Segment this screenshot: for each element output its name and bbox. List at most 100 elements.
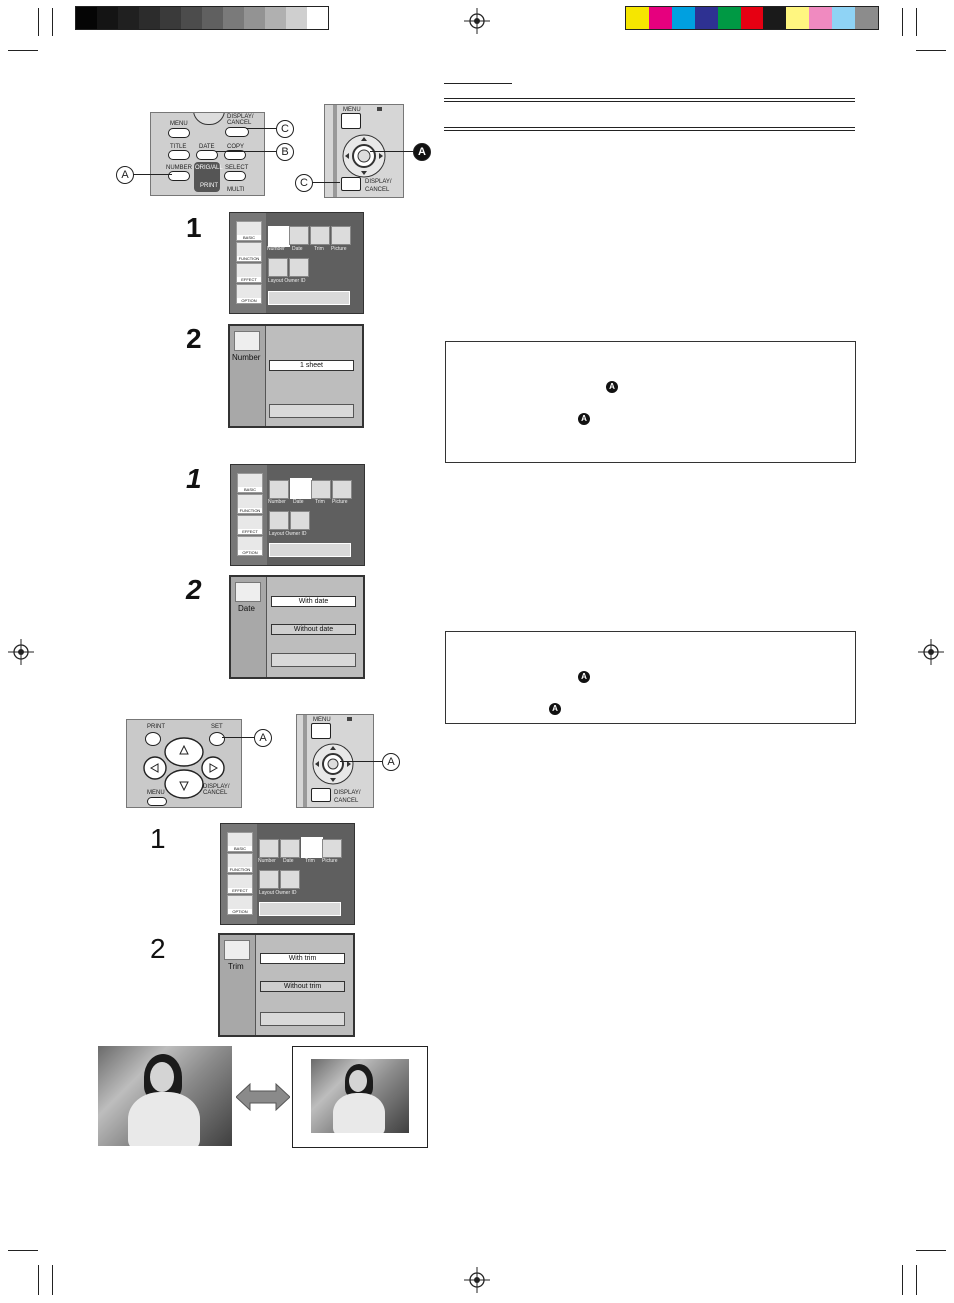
display-cancel-button[interactable] [225,127,249,137]
sidebar-function-icon[interactable]: FUNCTION [227,853,253,873]
select-label: SELECT [225,165,249,171]
owner-id-icon[interactable] [289,258,309,277]
date-button[interactable] [196,150,218,160]
heading-rule [444,130,855,131]
sidebar-effect-icon[interactable]: EFFECT [227,874,253,894]
owner-id-icon[interactable] [280,870,300,889]
color-swatch [671,7,695,29]
picture-icon[interactable] [332,480,352,499]
callout-leader [216,151,276,152]
panel-display-cancel-button[interactable] [341,177,361,191]
sidebar-function-icon[interactable]: FUNCTION [236,242,262,262]
color-swatch [855,7,878,29]
sidebar-effect-icon[interactable]: EFFECT [237,515,263,535]
trim-icon[interactable] [311,480,331,499]
title-button[interactable] [168,150,190,160]
panel-cancel-label: CANCEL [365,187,390,193]
color-swatch [626,7,649,29]
color-swatch [307,7,328,29]
status-field [259,902,341,916]
layout-icon[interactable] [259,870,279,889]
callout-c: C [276,120,294,138]
print-button[interactable] [145,732,161,746]
number-icon[interactable] [269,480,289,499]
number-button[interactable] [168,171,190,181]
panel-menu-label: MENU [343,107,361,113]
color-swatch [244,7,265,29]
copy-button[interactable] [224,150,246,160]
number-setting-screen: Number 1 sheet [228,324,364,428]
menu-screen: BASIC FUNCTION EFFECT OPTION Number Date… [220,823,355,925]
panel-display-cancel-button[interactable] [311,788,331,802]
note-box-number: A A [445,341,856,463]
callout-a: A [382,753,400,771]
display-cancel-label: DISPLAY/ CANCEL [203,784,230,796]
number-icon-label: Number [267,246,285,252]
step-number: 1 [186,463,202,494]
date-setting-screen: Date With date Without date [229,575,365,679]
dpad-icon[interactable] [143,736,225,800]
callout-a: A [116,166,134,184]
select-button[interactable] [224,171,246,181]
panel-menu-button[interactable] [341,113,361,129]
sidebar-basic-icon[interactable]: BASIC [237,473,263,493]
body-shape [128,1092,200,1146]
grayscale-color-bar [75,6,329,30]
color-swatch [202,7,223,29]
registration-mark-icon [918,639,944,665]
color-swatch [717,7,741,29]
layout-icon[interactable] [268,258,288,277]
set-dial-icon[interactable] [311,742,355,786]
sidebar-option-icon[interactable]: OPTION [236,284,262,304]
trim-icon-label: Trim [305,858,315,864]
sidebar-option-icon[interactable]: OPTION [227,895,253,915]
color-swatch [118,7,139,29]
number-icon-label: Number [268,499,286,505]
date-label: DATE [199,144,215,150]
color-swatch [786,7,810,29]
title-label: TITLE [170,144,187,150]
sidebar-function-icon[interactable]: FUNCTION [237,494,263,514]
set-button[interactable] [209,732,225,746]
photo-trimmed-frame [292,1046,428,1148]
panel-menu-label: MENU [313,717,331,723]
number-icon[interactable] [268,226,290,247]
sidebar-basic-icon[interactable]: BASIC [236,221,262,241]
option-with-trim[interactable]: With trim [260,953,345,964]
set-dial-icon[interactable] [341,133,387,179]
trim-icon[interactable] [310,226,330,245]
picture-icon-label: Picture [322,858,338,864]
sidebar-effect-icon[interactable]: EFFECT [236,263,262,283]
date-icon[interactable] [290,478,312,499]
panel-menu-button[interactable] [311,723,331,739]
setting-name: Trim [228,962,244,971]
sidebar-option-icon[interactable]: OPTION [237,536,263,556]
led-indicator [377,107,382,111]
owner-id-icon[interactable] [290,511,310,530]
option-without-trim[interactable]: Without trim [260,981,345,992]
status-field [268,291,350,305]
callout-a: A [254,729,272,747]
crop-mark [38,8,39,36]
trim-icon[interactable] [301,837,323,858]
date-icon[interactable] [280,839,300,858]
number-icon-label: Number [258,858,276,864]
set-label: SET [211,724,223,730]
date-icon[interactable] [289,226,309,245]
option-with-date[interactable]: With date [271,596,356,607]
menu-button[interactable] [147,797,167,806]
color-swatch [265,7,286,29]
sidebar-basic-icon[interactable]: BASIC [227,832,253,852]
picture-icon[interactable] [322,839,342,858]
color-swatch [76,7,97,29]
setting-name: Number [232,353,261,362]
menu-button[interactable] [168,128,190,138]
layout-icon[interactable] [269,511,289,530]
number-icon [234,331,260,351]
registration-mark-icon [464,8,490,34]
status-field [269,543,351,557]
picture-icon[interactable] [331,226,351,245]
number-icon[interactable] [259,839,279,858]
option-without-date[interactable]: Without date [271,624,356,635]
option-1-sheet[interactable]: 1 sheet [269,360,354,371]
